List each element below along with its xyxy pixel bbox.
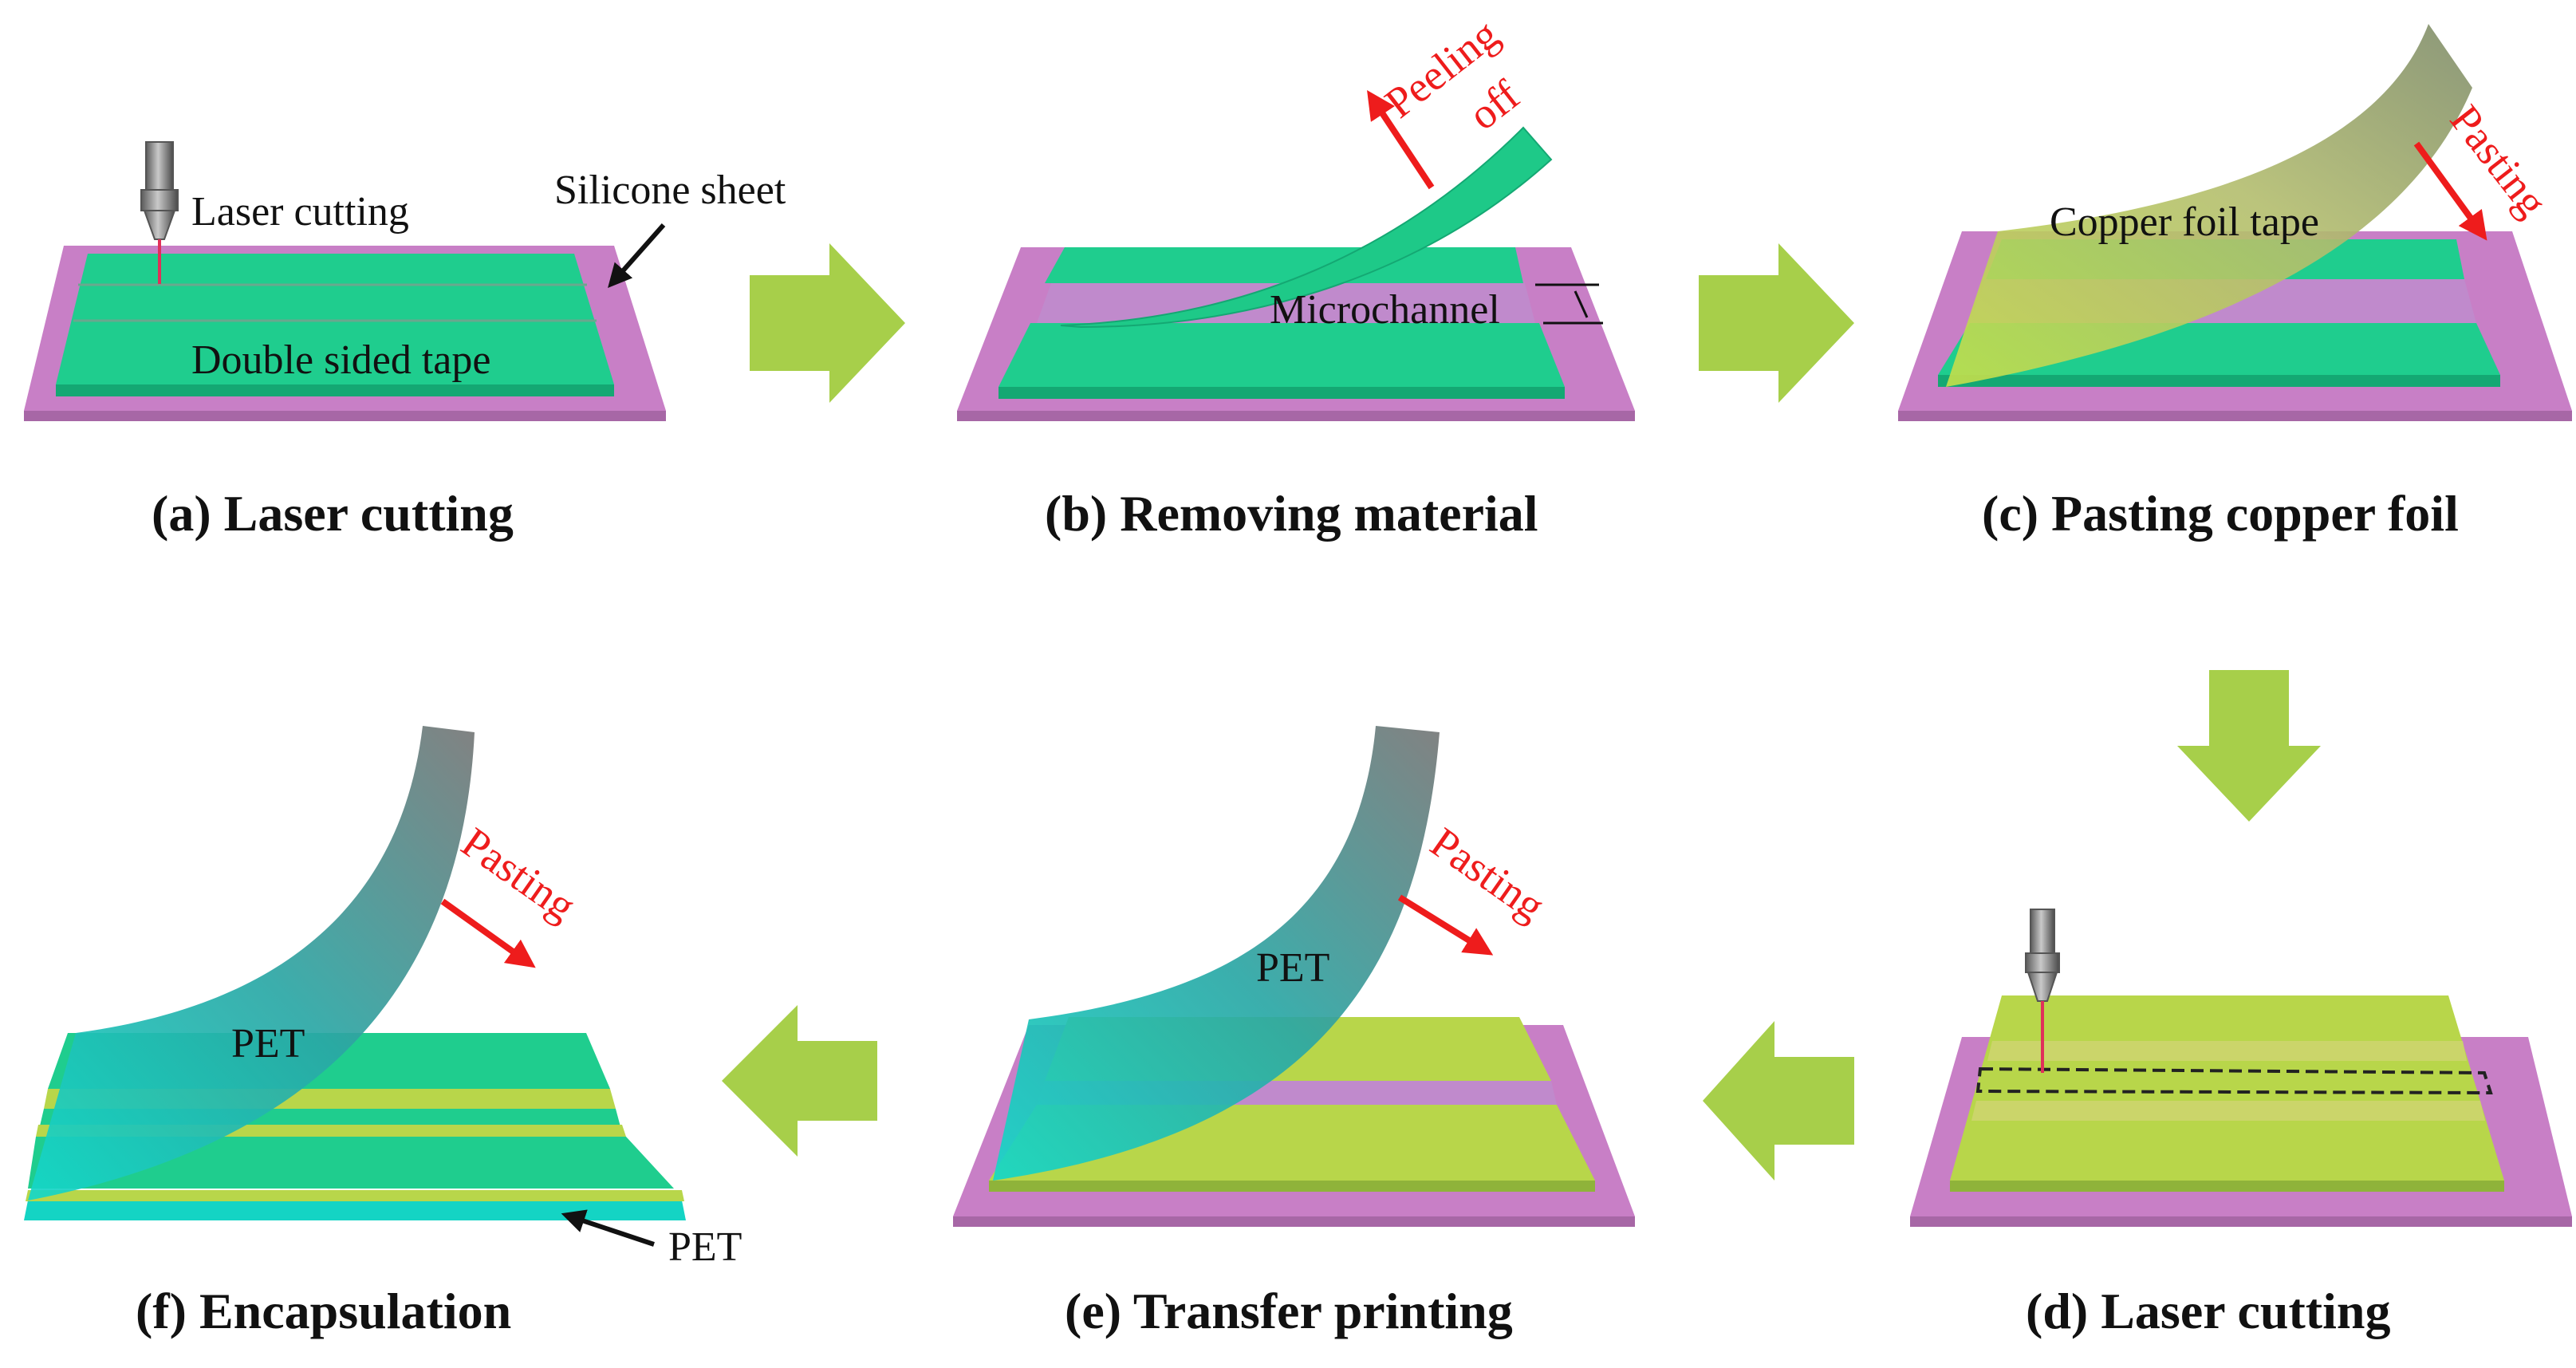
step-a-panel: Laser cutting Silicone sheet Double side… (24, 141, 786, 542)
silicone-sheet-label: Silicone sheet (554, 168, 786, 213)
pasting-label: Pasting (453, 818, 585, 930)
silicone-sheet-edge (1910, 1216, 2572, 1227)
laser-cutting-label: Laser cutting (191, 189, 409, 235)
step-c-panel: Copper foil tape Pasting (c) Pasting cop… (1898, 24, 2572, 542)
silicone-sheet-edge (1898, 411, 2572, 421)
step-e-caption: (e) Transfer printing (1065, 1283, 1513, 1339)
block-arrow-icon (2177, 670, 2321, 822)
arrow-icon (608, 223, 666, 288)
peeling-off-label: off (1459, 71, 1528, 139)
pasting-label: Pasting (1422, 818, 1554, 930)
arrow-icon (561, 1209, 655, 1247)
copper-coated-tape (1950, 995, 2504, 1181)
tape-strip-front-edge (1938, 375, 2500, 387)
pasting-arrow (440, 898, 536, 968)
pet-film (28, 726, 475, 1200)
double-sided-tape-label: Double sided tape (191, 337, 490, 383)
microchannel (1037, 283, 1535, 323)
microchannel-marker (1574, 290, 1589, 318)
double-sided-tape-edge (56, 384, 614, 396)
tape-strip-front (998, 323, 1565, 387)
cut-outline (1975, 1066, 2493, 1095)
channel-band (1971, 1101, 2485, 1121)
step-e-panel: PET Pasting (e) Transfer printing (953, 726, 1635, 1339)
step-f-caption: (f) Encapsulation (136, 1283, 511, 1339)
pasting-arrow (1397, 894, 1494, 956)
silicone-sheet-edge (24, 411, 666, 421)
bottom-pet-layer (24, 1200, 686, 1220)
peel-arrow (1367, 90, 1435, 190)
microchannel-label: Microchannel (1270, 287, 1500, 333)
block-arrow-icon (1703, 1021, 1854, 1181)
copper-foil-tape-label: Copper foil tape (2050, 199, 2319, 245)
double-sided-tape (56, 254, 614, 384)
block-arrow-icon (1699, 243, 1854, 403)
step-b-caption: (b) Removing material (1045, 485, 1538, 542)
step-d-panel: (d) Laser cutting (1910, 909, 2572, 1339)
bottom-pet-label: PET (668, 1224, 742, 1270)
step-c-caption: (c) Pasting copper foil (1982, 485, 2459, 542)
pet-label: PET (1256, 945, 1329, 991)
laser-nozzle-icon (140, 141, 179, 284)
laser-nozzle-icon (2025, 909, 2060, 1073)
channel-band (1987, 1041, 2467, 1061)
block-arrow-icon (722, 1005, 877, 1157)
pasting-arrow (2413, 141, 2487, 241)
copper-coated-tape-edge (1950, 1181, 2504, 1192)
step-a-caption: (a) Laser cutting (152, 485, 514, 542)
step-d-caption: (d) Laser cutting (2026, 1283, 2390, 1339)
tape-strip-back (1045, 247, 1523, 283)
block-arrow-icon (750, 243, 905, 403)
peeled-strip (1060, 126, 1553, 329)
pet-film (993, 726, 1440, 1181)
pet-label: PET (231, 1021, 305, 1066)
copper-strip-front-edge (989, 1181, 1595, 1192)
tape-strip-front-edge (998, 387, 1565, 399)
bottom-copper-layer (26, 1190, 684, 1201)
step-b-panel: Peeling off Microchannel (b) Removing ma… (957, 10, 1635, 542)
silicone-sheet-edge (957, 411, 1635, 421)
silicone-sheet-edge (953, 1216, 1635, 1227)
step-f-panel: PET Pasting PET (f) Encapsulation (24, 726, 742, 1339)
copper-foil-tape (1946, 24, 2472, 387)
